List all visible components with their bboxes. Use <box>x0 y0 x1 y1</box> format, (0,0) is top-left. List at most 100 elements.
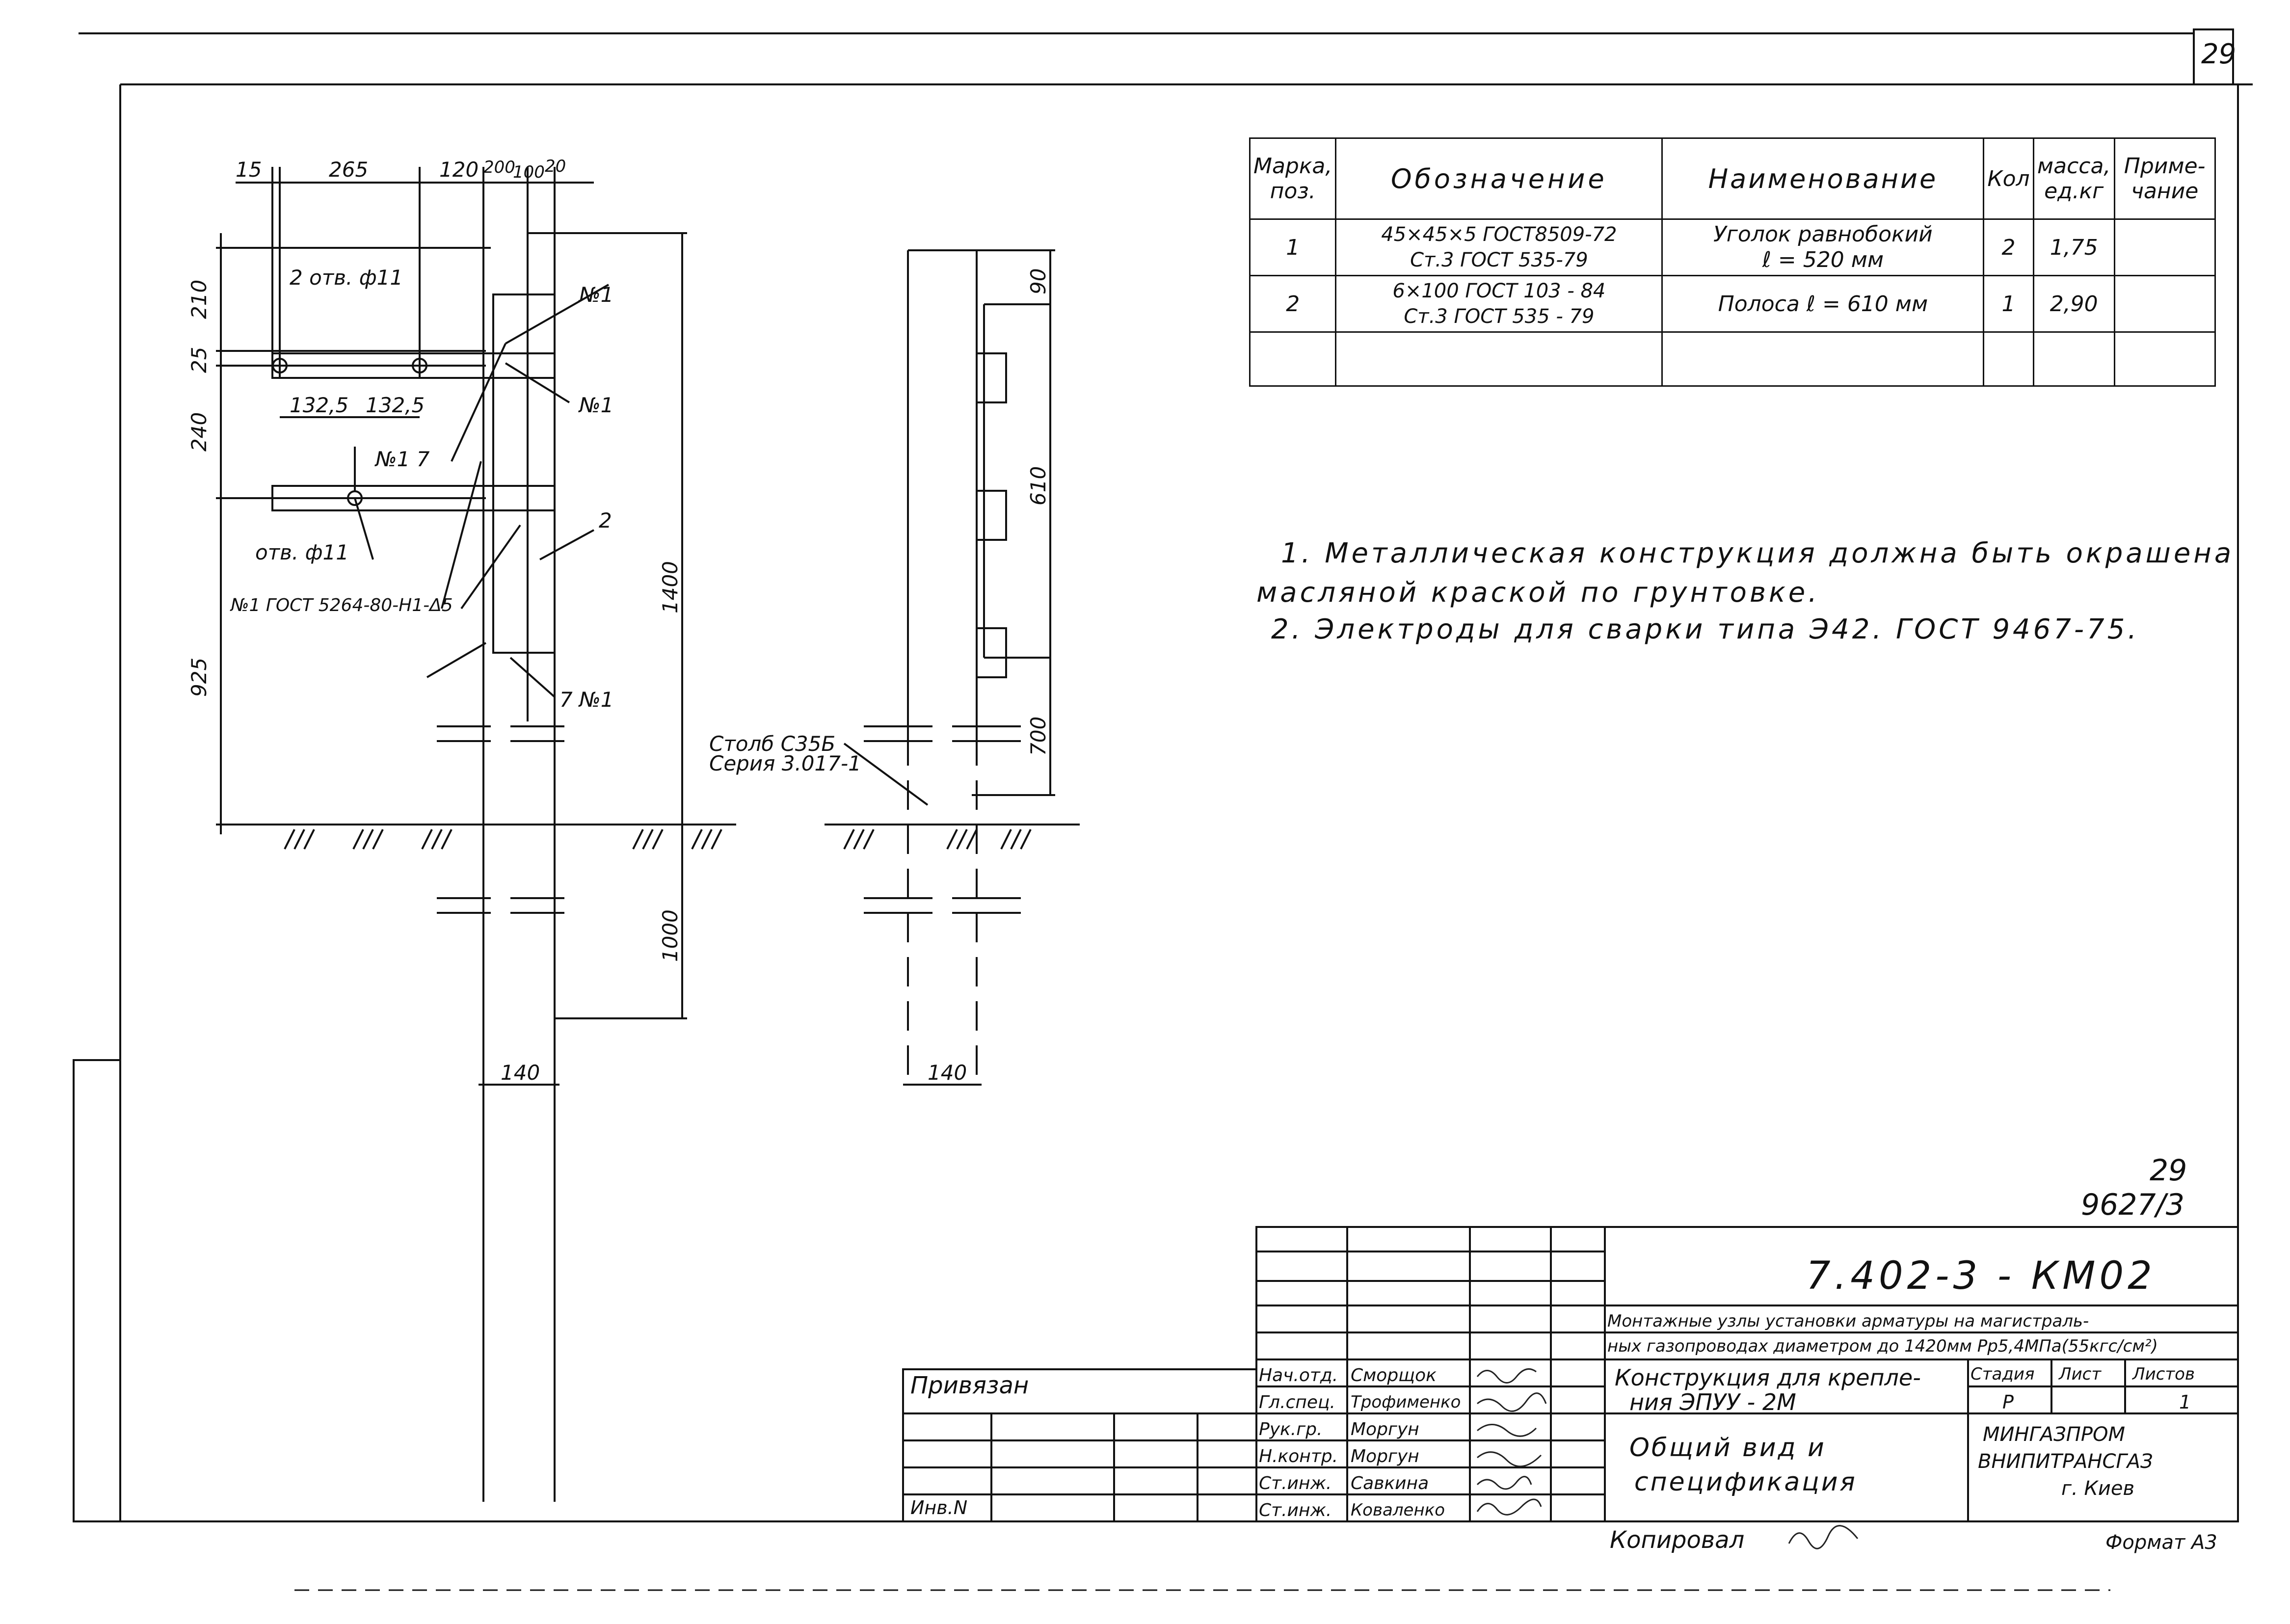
dim-15: 15 <box>236 158 262 182</box>
bound-label: Привязан <box>910 1372 1029 1399</box>
note-line-1: 1. Металлическая конструкция должна быть… <box>1281 537 2235 569</box>
spec-note <box>2113 275 2216 333</box>
hole-label-top: 2 отв. ф11 <box>290 266 403 290</box>
copied-label: Копировал <box>1610 1526 1745 1554</box>
dim-90: 90 <box>1026 268 1050 294</box>
role-label: Гл.спец. <box>1259 1392 1335 1412</box>
note-line-3: 2. Электроды для сварки типа Э42. ГОСТ 9… <box>1271 613 2140 645</box>
spec-qty: 2 <box>1983 218 2034 276</box>
description-line-1: Монтажные узлы установки арматуры на маг… <box>1607 1311 2089 1331</box>
role-name: Моргун <box>1351 1419 1419 1439</box>
description-line-2: ных газопроводах диаметром до 1420мм Рр5… <box>1607 1336 2158 1356</box>
dim-240: 240 <box>187 412 211 452</box>
dim-140-right: 140 <box>928 1061 967 1085</box>
hole-label-lower: отв. ф11 <box>255 540 349 564</box>
dim-925: 925 <box>187 658 211 697</box>
position-2-label: 2 <box>599 508 612 532</box>
note-line-2: масляной краской по грунтовке. <box>1256 577 1820 609</box>
copier-signature <box>1788 1525 1859 1549</box>
dim-1000: 1000 <box>658 909 682 962</box>
dim-210: 210 <box>187 280 211 319</box>
dim-140-left: 140 <box>501 1061 540 1085</box>
signature-mark <box>1477 1424 1537 1437</box>
role-label: Рук.гр. <box>1259 1419 1323 1439</box>
spec-note <box>2113 218 2216 276</box>
weld-label-mid: №1 <box>578 393 613 417</box>
title-line-1: Конструкция для крепле- <box>1615 1364 1921 1391</box>
dim-1400: 1400 <box>658 561 682 613</box>
sheets-value: 1 <box>2179 1391 2191 1413</box>
role-name: Коваленко <box>1351 1500 1445 1520</box>
signature-mark <box>1477 1392 1547 1412</box>
role-name: Трофименко <box>1351 1392 1461 1412</box>
spec-designation: 6×100 ГОСТ 103 - 84 Ст.3 ГОСТ 535 - 79 <box>1335 275 1663 333</box>
dim-700: 700 <box>1026 717 1050 756</box>
role-label: Нач.отд. <box>1259 1365 1338 1385</box>
stage-header: Стадия <box>1970 1364 2035 1384</box>
dim-25: 25 <box>187 347 211 373</box>
dim-132-5-left: 132,5 <box>290 393 348 417</box>
signatures <box>1476 1368 1547 1516</box>
specification-table: Марка, поз. Обозначение Наименование Кол… <box>1249 137 2216 387</box>
post-label-line1: Столб С35Б <box>709 732 835 756</box>
dim-200: 200 <box>483 158 515 177</box>
registration-number: 9627/3 <box>2081 1188 2185 1222</box>
spec-name: Полоса ℓ = 610 мм <box>1661 275 1985 333</box>
spec-header-name: Наименование <box>1661 137 1985 220</box>
inventory-label: Инв.N <box>910 1497 968 1518</box>
role-label: Ст.инж. <box>1259 1500 1332 1520</box>
subtitle-line-2: спецификация <box>1634 1467 1857 1497</box>
role-label: Н.контр. <box>1259 1446 1338 1466</box>
sheets-header: Листов <box>2132 1364 2195 1384</box>
stage-value: Р <box>2002 1391 2014 1413</box>
role-name: Моргун <box>1351 1446 1419 1466</box>
signature-mark <box>1477 1451 1542 1467</box>
spec-header-note: Приме-чание <box>2113 137 2216 220</box>
subtitle-line-1: Общий вид и <box>1629 1433 1826 1463</box>
spec-mark: 2 <box>1249 275 1337 333</box>
spec-mark: 1 <box>1249 218 1337 276</box>
dim-20: 20 <box>545 157 566 176</box>
spec-row-empty <box>1249 331 2216 387</box>
spec-header-mass: масса, ед.кг <box>2032 137 2115 220</box>
dim-100: 100 <box>513 162 545 182</box>
spec-mass: 1,75 <box>2032 218 2115 276</box>
org-line-3: г. Киев <box>2061 1477 2135 1500</box>
spec-header-designation: Обозначение <box>1335 137 1663 220</box>
sheet-header: Лист <box>2059 1364 2102 1384</box>
dim-610: 610 <box>1026 466 1050 506</box>
signature-mark <box>1476 1498 1542 1516</box>
designation-bottom: Ст.3 ГОСТ 535-79 <box>1410 249 1588 271</box>
signature-mark <box>1476 1368 1537 1384</box>
weld-label-bottom: 7 №1 <box>559 688 613 712</box>
role-name: Сморщок <box>1351 1365 1437 1385</box>
spec-mass: 2,90 <box>2032 275 2115 333</box>
dim-120: 120 <box>439 158 479 182</box>
weld-label-7: №1 7 <box>374 447 430 471</box>
corner-sheet-number: 29 <box>2150 1153 2187 1188</box>
page-number: 29 <box>2201 38 2237 70</box>
org-line-2: ВНИПИТРАНСГАЗ <box>1978 1450 2153 1473</box>
designation-top: 45×45×5 ГОСТ8509-72 <box>1381 223 1617 246</box>
weld-spec-label: №1 ГОСТ 5264-80-Н1-Δ5 <box>230 595 453 615</box>
post-label-line2: Серия 3.017-1 <box>709 751 861 775</box>
designation-top: 6×100 ГОСТ 103 - 84 <box>1392 280 1606 302</box>
spec-qty: 1 <box>1983 275 2034 333</box>
document-code: 7.402-3 - КМ02 <box>1806 1254 2156 1298</box>
spec-header-mark: Марка, поз. <box>1249 137 1337 220</box>
role-name: Савкина <box>1351 1473 1429 1493</box>
dim-265: 265 <box>329 158 368 182</box>
weld-label-top: №1 <box>578 283 613 307</box>
title-line-2: ния ЭПУУ - 2М <box>1629 1389 1796 1415</box>
spec-header-qty: Кол <box>1983 137 2034 220</box>
org-line-1: МИНГАЗПРОМ <box>1983 1423 2125 1446</box>
dim-132-5-right: 132,5 <box>366 393 425 417</box>
signature-mark <box>1476 1476 1532 1490</box>
designation-bottom: Ст.3 ГОСТ 535 - 79 <box>1404 305 1595 328</box>
